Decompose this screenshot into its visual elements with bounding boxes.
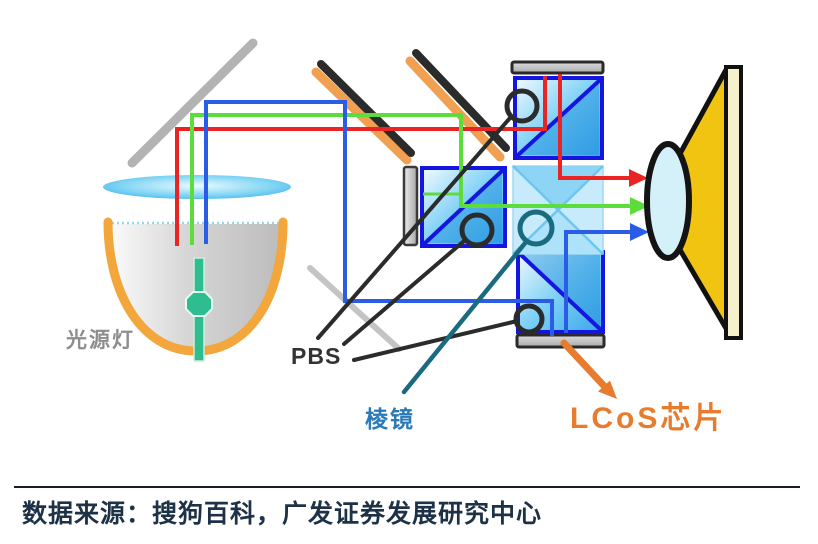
lcos-chip-label: LCoS芯片 <box>570 402 727 435</box>
lamp-bulb <box>185 291 213 317</box>
dichroic-mirror-1 <box>311 60 415 165</box>
prism-label: 棱镜 <box>365 406 415 432</box>
lamp-assembly <box>103 175 291 362</box>
lamp-label: 光源灯 <box>66 329 135 352</box>
pbs-callout-circle-3 <box>513 303 545 335</box>
dichroic-mirror-2 <box>405 49 510 162</box>
prism-callout-circle <box>517 209 555 247</box>
fold-mirror <box>127 38 258 168</box>
lcos-chip-top <box>510 60 605 75</box>
pbs-callout-line-3 <box>352 319 519 362</box>
prism-callout <box>401 209 555 395</box>
pbs-callout-circle-1 <box>504 88 540 124</box>
pbs-callout-line-1 <box>316 116 512 340</box>
beam-red <box>175 74 648 246</box>
lower-gray-mirror <box>307 265 402 352</box>
lcos-chip-bottom <box>515 333 606 349</box>
condenser-lens <box>103 175 291 199</box>
projection-lens <box>644 141 692 261</box>
lcos-callout-arrow <box>560 339 617 399</box>
projection-screen-bar <box>724 65 743 340</box>
pbs-callout-circle-2 <box>459 212 495 248</box>
pbs-callout-line-2 <box>342 239 466 346</box>
projection-optics <box>644 65 743 340</box>
footer-divider <box>14 486 800 488</box>
pbs-cube-bottom <box>516 250 605 334</box>
prism-callout-line <box>401 239 529 395</box>
data-source-caption: 数据来源：搜狗百科，广发证券发展研究中心 <box>22 501 543 528</box>
pbs-callouts <box>316 88 545 362</box>
beam-blue <box>204 100 649 336</box>
pbs-label: PBS <box>291 343 342 369</box>
